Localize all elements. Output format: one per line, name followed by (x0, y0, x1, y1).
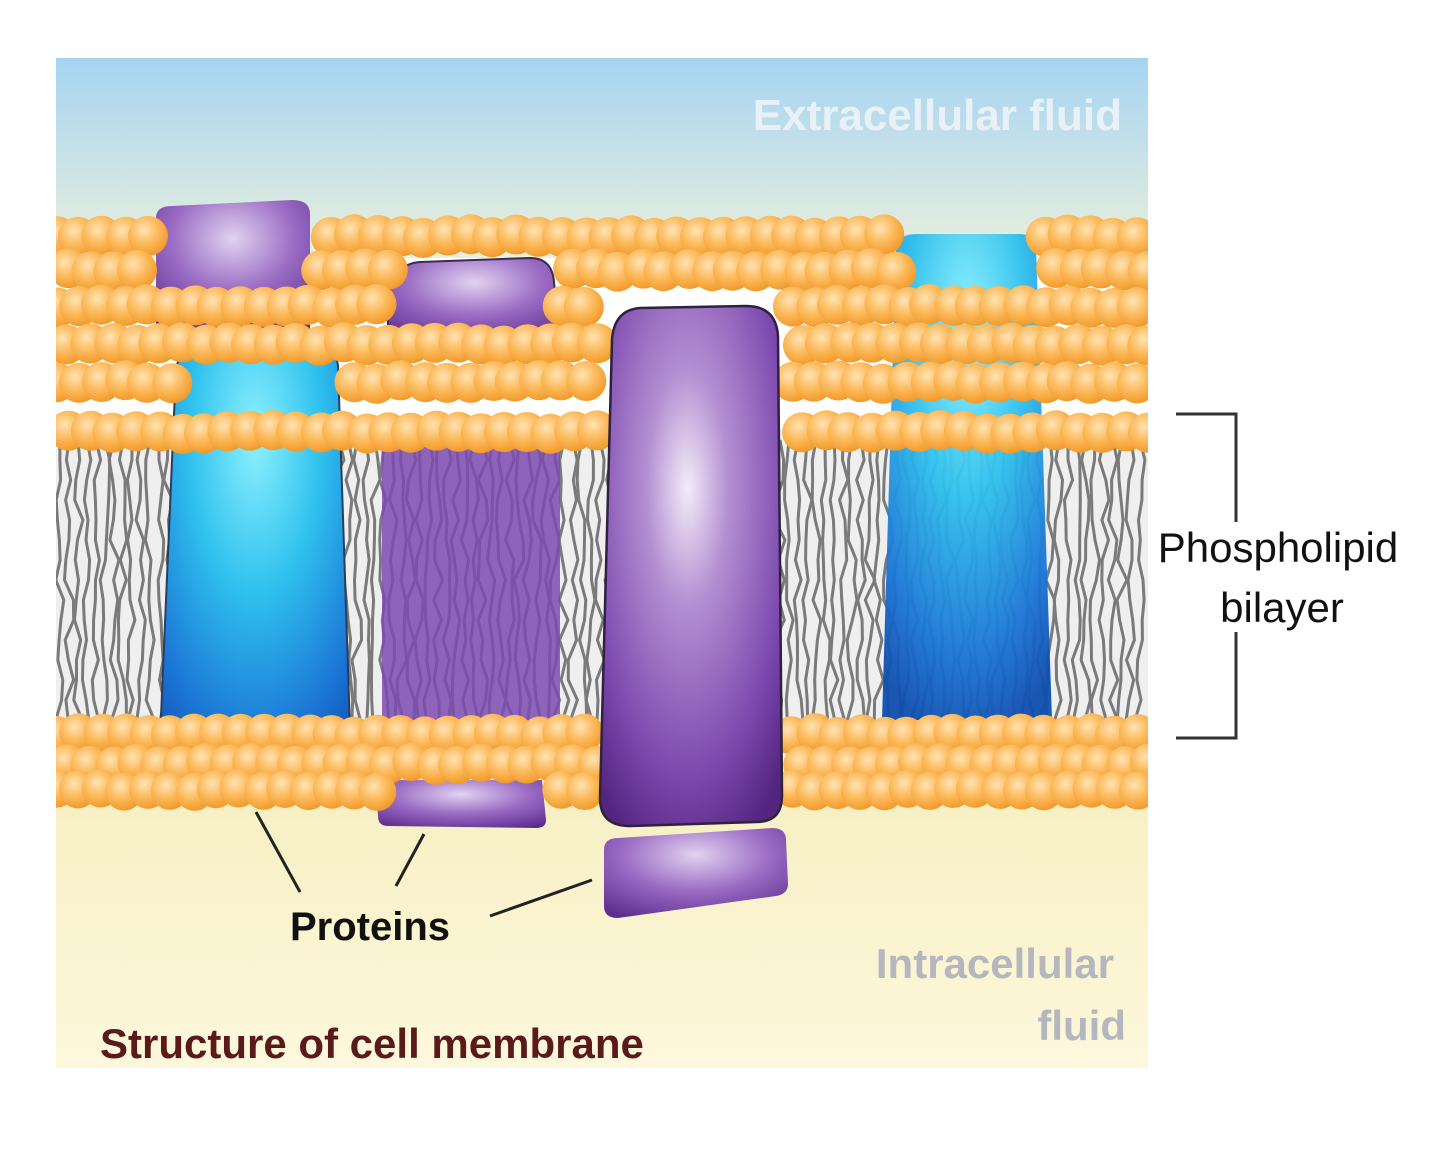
lipid-tail (125, 439, 137, 741)
lipid-head (356, 284, 397, 325)
lipid-tail (62, 439, 76, 741)
lipid-tail (90, 439, 103, 741)
lipid-head (577, 323, 618, 364)
lipid-tail (1062, 440, 1075, 741)
lipid-tail (56, 439, 66, 741)
lipid-head (128, 216, 168, 256)
lipid-tail (369, 439, 382, 741)
lipid-tail (1097, 439, 1111, 741)
lipid-tail (584, 439, 597, 741)
extracellular-label: Extracellular fluid (753, 91, 1122, 140)
bilayer-bracket (1176, 412, 1238, 740)
protein-purple-tall (598, 304, 788, 918)
protein-callout-line (254, 811, 302, 893)
lipid-tail (872, 439, 885, 741)
lipid-tail (350, 439, 364, 741)
lipid-head (876, 251, 917, 292)
lipid-tail (1052, 439, 1065, 741)
lipid-tail (783, 439, 795, 741)
lipid-tail (1070, 439, 1083, 741)
lipid-tail (1088, 439, 1102, 741)
lipid-tail (80, 439, 93, 741)
lipid-tail (143, 439, 156, 741)
lipid-head (117, 250, 157, 290)
lipid-head (1116, 287, 1148, 328)
lipid-tail (593, 439, 607, 741)
lipid-head (565, 713, 604, 752)
lipid-head (566, 361, 607, 401)
lipid-tail (792, 439, 805, 741)
lipid-tail (557, 439, 571, 741)
protein-callout-line (394, 833, 426, 887)
lipid-head (152, 363, 193, 404)
lipid-tail (575, 439, 589, 741)
lipid-tail (134, 439, 147, 741)
lipid-head (1116, 217, 1148, 258)
lipid-head (1117, 363, 1148, 404)
bilayer-label-line1: Phospholipid (1158, 524, 1399, 571)
lipid-head (1127, 251, 1148, 292)
bilayer-label-line2: bilayer (1220, 584, 1344, 631)
lipid-tail (810, 439, 823, 741)
lipid-tail (828, 439, 841, 741)
caption: Structure of cell membrane (100, 1020, 644, 1067)
lipid-tail (1115, 439, 1129, 741)
lipid-tail (107, 439, 121, 741)
lipid-tail (116, 439, 129, 741)
protein-callout-line (489, 878, 593, 918)
lipid-head (563, 286, 604, 327)
lipid-tail (566, 439, 580, 741)
lipid-head (576, 410, 617, 451)
lipid-head (1128, 412, 1148, 453)
lipid-head (1118, 714, 1148, 753)
intracellular-label-line2: fluid (1037, 1002, 1126, 1049)
lipid-tail (1124, 439, 1136, 741)
proteins-label: Proteins (290, 905, 450, 949)
lipid-tail (359, 439, 371, 741)
lipid-tail (845, 439, 859, 741)
lipid-head (1119, 771, 1148, 810)
lipid-tail (72, 439, 85, 741)
lipid-tail (819, 439, 832, 741)
lipid-tail (801, 439, 814, 741)
lipid-head (1127, 325, 1148, 366)
lipid-head (565, 772, 604, 811)
lipid-tail (863, 439, 877, 741)
lipid-tail (1106, 439, 1120, 741)
intracellular-label-line1: Intracellular (876, 940, 1114, 987)
lipid-head (358, 772, 397, 811)
lipid-tail (1133, 439, 1147, 741)
lipid-tail (855, 439, 867, 741)
protein-purple-middle (376, 256, 562, 828)
lipid-heads (56, 214, 1148, 811)
lipid-tail (1079, 439, 1092, 741)
lipid-head (864, 214, 905, 255)
lipid-tail (837, 439, 850, 741)
lipid-tail (98, 439, 112, 741)
lipid-head (367, 249, 408, 290)
